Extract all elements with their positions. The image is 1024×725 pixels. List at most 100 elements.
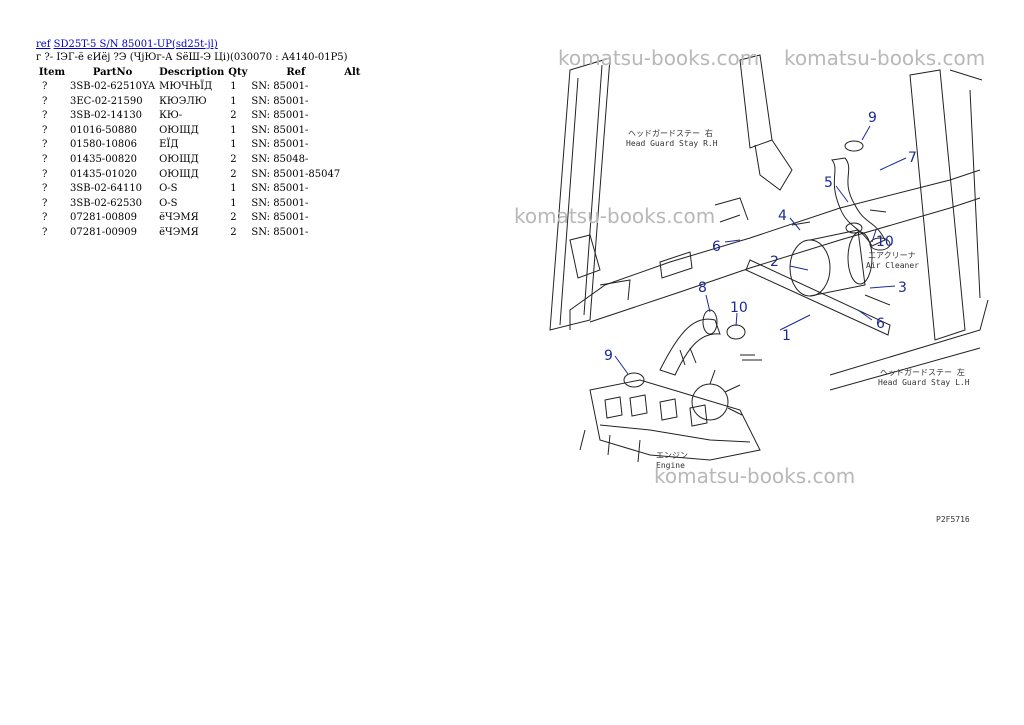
ref-cell: SN: 85001- — [251, 197, 309, 209]
item-cell: ? — [42, 197, 48, 209]
label-air-cleaner-jp: エアクリーナ — [868, 251, 916, 260]
callout-10-upper: 10 — [876, 234, 894, 250]
partno-cell: 07281-00809 — [70, 212, 138, 224]
breadcrumb: ref SD25T-5 S/N 85001-UP(sd25t-jl) — [36, 38, 506, 51]
ref-cell: SN: 85001- — [251, 110, 309, 122]
qty-cell: 1 — [230, 183, 237, 195]
callout-8: 8 — [698, 280, 707, 296]
callout-1: 1 — [782, 328, 791, 344]
partno-cell: 01435-01020 — [70, 168, 138, 180]
alt-cell — [342, 124, 362, 139]
partno-cell: 01580-10806 — [70, 139, 138, 151]
item-cell: ? — [42, 124, 48, 136]
description-cell: КЮ- — [159, 110, 183, 122]
alt-cell — [342, 197, 362, 212]
alt-cell — [342, 80, 362, 95]
alt-cell — [342, 153, 362, 168]
qty-cell: 1 — [230, 197, 237, 209]
callout-6-upper: 6 — [712, 239, 721, 255]
ref-link[interactable]: ref — [36, 39, 51, 50]
ref-cell: SN: 85001- — [251, 212, 309, 224]
col-header-description: Description — [159, 67, 225, 78]
label-engine-jp: エンジン — [656, 451, 688, 460]
table-row: ? 3SB-02-14130 КЮ- 2 SN: 85001- — [36, 109, 362, 124]
watermark-3: komatsu-books.com — [514, 204, 715, 228]
qty-cell: 1 — [230, 95, 237, 107]
qty-cell: 1 — [230, 81, 237, 92]
alt-cell — [342, 95, 362, 110]
qty-cell: 1 — [230, 124, 237, 136]
figure-code: P2F5716 — [936, 515, 970, 524]
label-stay-lh-jp: ヘッドガードステー 左 — [880, 367, 965, 377]
parts-list-panel: ref SD25T-5 S/N 85001-UP(sd25t-jl) г ?- … — [36, 38, 506, 241]
label-stay-rh-jp: ヘッドガードステー 右 — [628, 128, 713, 138]
callout-9-upper: 9 — [868, 110, 877, 126]
description-cell: ОЮЩД — [159, 168, 199, 180]
item-cell: ? — [42, 95, 48, 107]
col-header-alt: Alt — [344, 67, 361, 78]
label-stay-lh: Head Guard Stay L.H — [878, 378, 970, 387]
table-header-row: Item PartNo Description Qty Ref Alt — [36, 66, 362, 80]
lower-hose-drawing — [623, 309, 762, 388]
item-cell: ? — [42, 153, 48, 165]
page-title: г ?- ΙЭГ-ё єИёј ?Э (ЧјЮг-А ЅёШ-Э Ці)(030… — [36, 52, 348, 63]
qty-cell: 1 — [230, 139, 237, 151]
model-link[interactable]: SD25T-5 S/N 85001-UP(sd25t-jl) — [53, 39, 218, 50]
description-cell: КЮЭЛЮ — [159, 95, 207, 107]
leader-lines — [614, 125, 907, 375]
label-engine: Engine — [656, 461, 685, 470]
label-air-cleaner: Air Cleaner — [866, 261, 919, 270]
col-header-item: Item — [38, 67, 66, 78]
callouts: 1 2 3 4 5 6 6 7 8 9 9 10 10 — [604, 110, 917, 364]
col-header-ref: Ref — [286, 67, 306, 78]
partno-cell: 01435-00820 — [70, 153, 138, 165]
ref-cell: SN: 85001- — [251, 124, 309, 136]
ref-cell: SN: 85001- — [251, 81, 309, 92]
watermarks: komatsu-books.com komatsu-books.com koma… — [514, 46, 985, 488]
alt-cell — [342, 109, 362, 124]
callout-5: 5 — [824, 175, 833, 191]
watermark-1: komatsu-books.com — [558, 46, 759, 70]
qty-cell: 2 — [230, 212, 237, 224]
parts-diagram: 1 2 3 4 5 6 6 7 8 9 9 10 10 ヘッドガードステー 右 … — [514, 46, 989, 524]
partno-cell: 3SB-02-14130 — [70, 110, 143, 122]
ref-cell: SN: 85001-85047 — [251, 168, 341, 180]
alt-cell — [342, 138, 362, 153]
callout-3: 3 — [898, 280, 907, 296]
label-stay-rh: Head Guard Stay R.H — [626, 139, 718, 148]
alt-cell — [342, 168, 362, 183]
qty-cell: 2 — [230, 110, 237, 122]
ref-cell: SN: 85001- — [251, 183, 309, 195]
parts-table: Item PartNo Description Qty Ref Alt ? 3SB… — [36, 66, 362, 241]
alt-cell — [342, 226, 362, 241]
item-cell: ? — [42, 110, 48, 122]
item-cell: ? — [42, 183, 48, 195]
ref-cell: SN: 85001- — [251, 139, 309, 151]
item-cell: ? — [42, 168, 48, 180]
item-cell: ? — [42, 139, 48, 151]
qty-cell: 2 — [230, 168, 237, 180]
description-cell: ёЧЭМЯ — [159, 212, 199, 224]
partno-cell: 07281-00909 — [70, 226, 138, 238]
watermark-2: komatsu-books.com — [784, 46, 985, 70]
ref-cell: SN: 85001- — [251, 226, 309, 238]
ref-cell: SN: 85048- — [251, 153, 309, 165]
callout-7: 7 — [908, 150, 917, 166]
diagram-labels: ヘッドガードステー 右 Head Guard Stay R.H エアクリーナ A… — [626, 128, 970, 524]
frame-drawing — [549, 54, 989, 391]
callout-9-lower: 9 — [604, 348, 613, 364]
description-cell: О-S — [159, 183, 178, 195]
col-header-qty: Qty — [228, 67, 248, 78]
partno-cell: 01016-50880 — [70, 124, 138, 136]
description-cell: ёЧЭМЯ — [159, 226, 199, 238]
watermark-4: komatsu-books.com — [654, 464, 855, 488]
callout-10-lower: 10 — [730, 300, 748, 316]
